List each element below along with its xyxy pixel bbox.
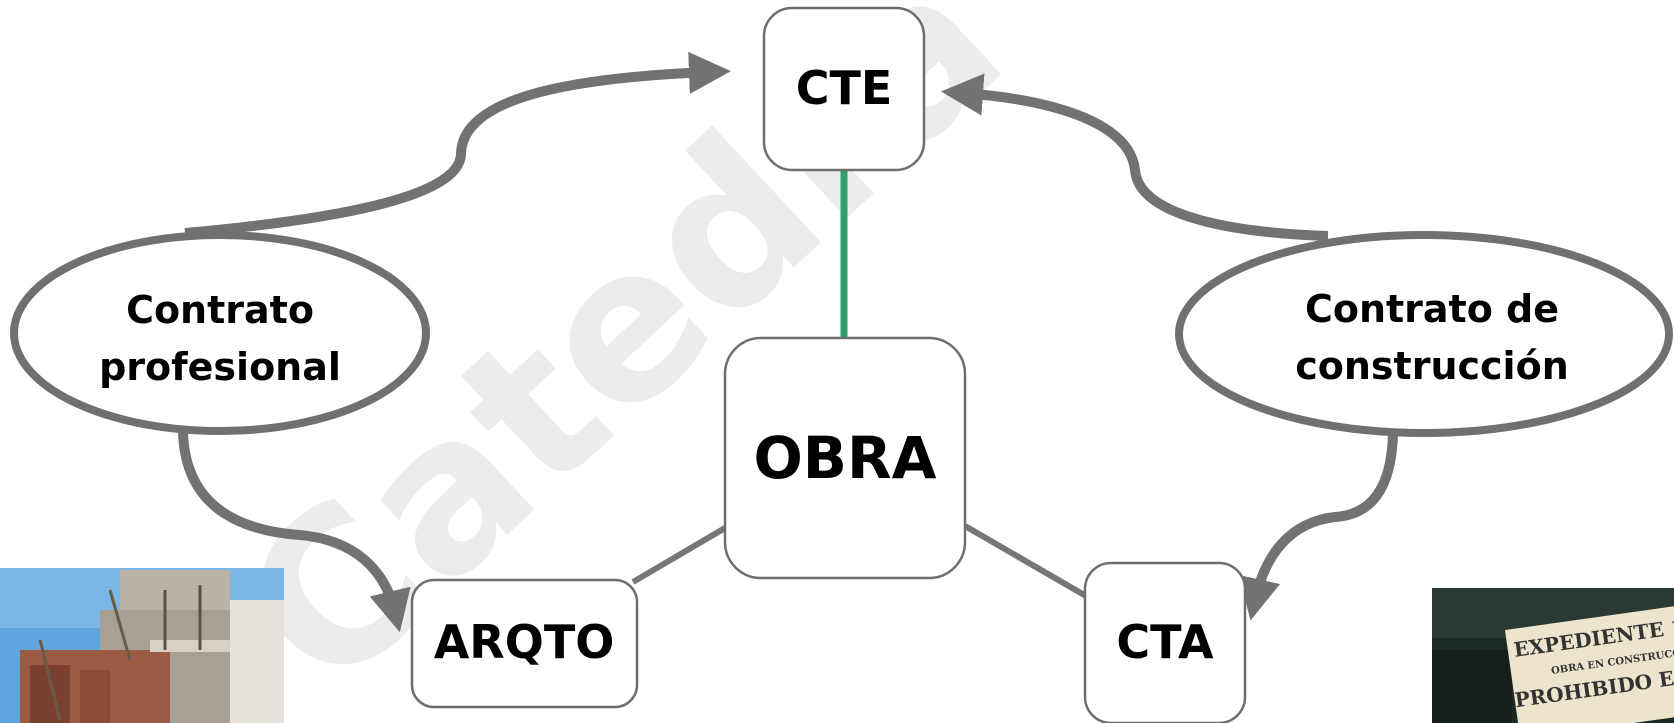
cta-node: CTA bbox=[1083, 561, 1247, 723]
arqto-node: ARQTO bbox=[410, 578, 639, 709]
cte-label: CTE bbox=[796, 61, 893, 115]
arqto-label: ARQTO bbox=[434, 615, 615, 669]
site-sign-photo: EXPEDIENTE 1526 OBRA EN CONSTRUCC PROHIB… bbox=[1432, 588, 1674, 723]
contract-profesional-node: Contrato profesional bbox=[10, 231, 430, 435]
connector-obra-arqto bbox=[631, 525, 727, 585]
construction-site-photo bbox=[0, 568, 284, 723]
arrow-profesional-to-arqto bbox=[178, 431, 411, 633]
contract-construccion-node: Contrato de construcción bbox=[1175, 231, 1673, 437]
obra-node: OBRA bbox=[723, 336, 967, 580]
cta-label: CTA bbox=[1116, 615, 1214, 669]
connector-obra-cta bbox=[963, 523, 1088, 599]
contract-construccion-label-line2: construcción bbox=[1295, 344, 1569, 388]
arrow-construccion-to-cte bbox=[941, 73, 1329, 241]
cte-node: CTE bbox=[762, 6, 926, 172]
contract-profesional-label-line2: profesional bbox=[99, 345, 341, 389]
arrow-profesional-to-cte bbox=[184, 51, 731, 238]
contract-construccion-label-line1: Contrato de bbox=[1305, 287, 1559, 331]
arrow-construccion-to-cta bbox=[1239, 431, 1398, 621]
obra-label: OBRA bbox=[753, 424, 936, 492]
contract-profesional-label-line1: Contrato bbox=[126, 288, 314, 332]
